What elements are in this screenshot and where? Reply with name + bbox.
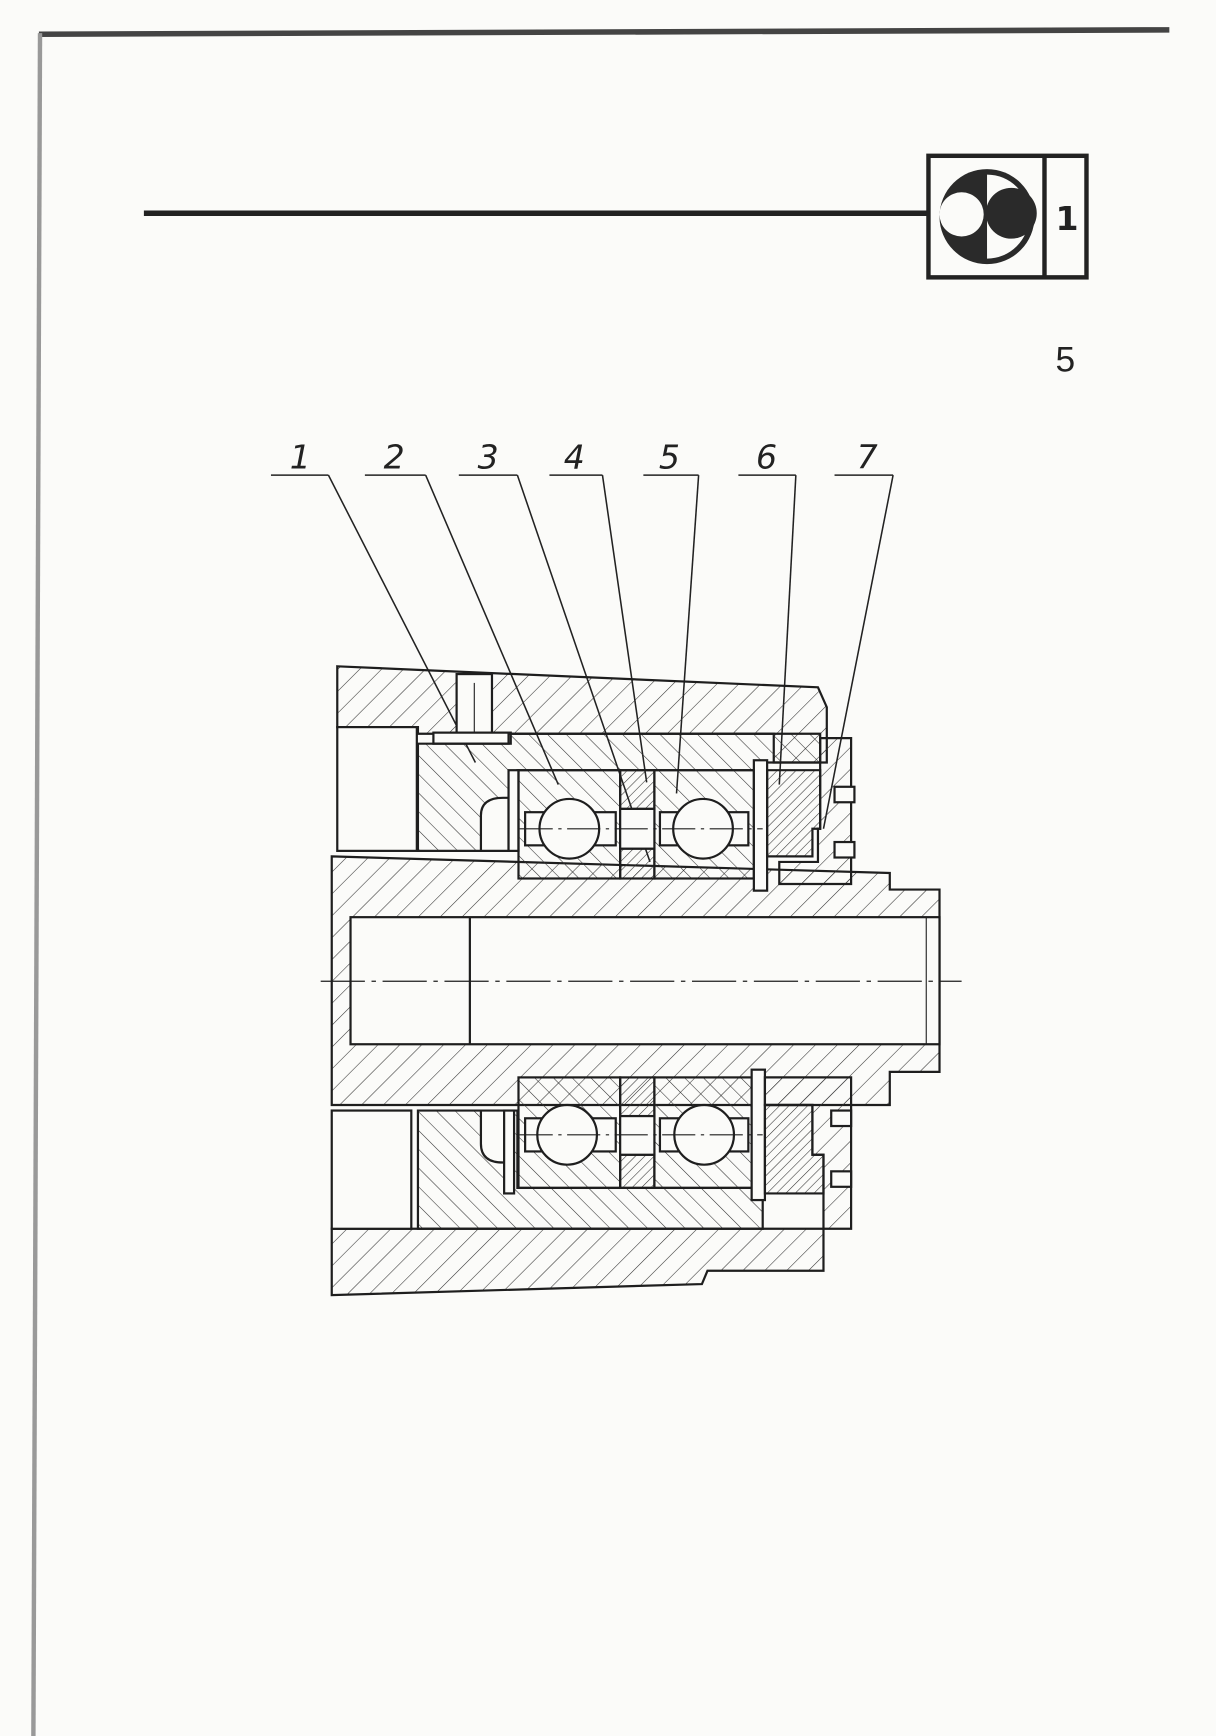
callout-4: 4 (564, 438, 585, 477)
scan-top-edge (38, 27, 1170, 38)
assembly-section (320, 665, 962, 1297)
callout-2: 2 (384, 438, 405, 477)
scan-left-edge (31, 33, 43, 1736)
callout-6: 6 (756, 438, 777, 477)
callout-1: 1 (290, 438, 311, 477)
callout-3: 3 (478, 438, 499, 477)
page-number: 5 (1056, 340, 1076, 379)
series-logo (926, 153, 1089, 280)
callout-7: 7 (857, 438, 878, 477)
callout-5: 5 (659, 438, 680, 477)
logo-badge-number: 1 (1056, 199, 1079, 238)
